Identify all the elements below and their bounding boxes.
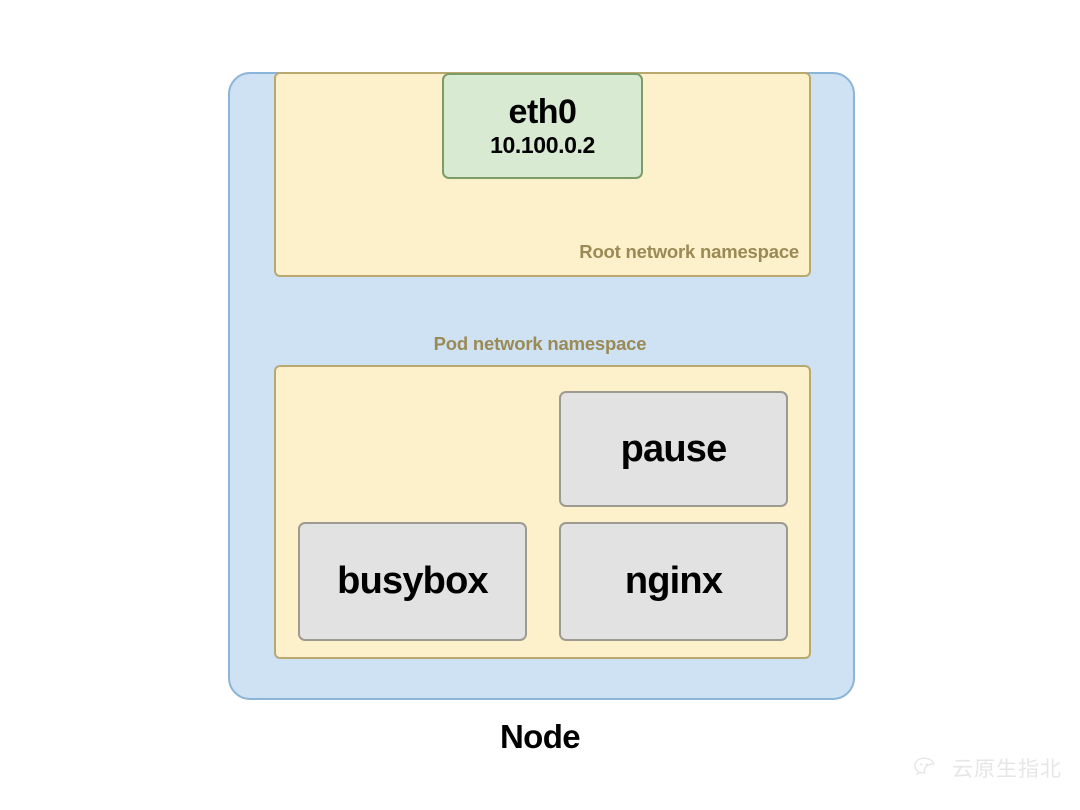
pod-network-namespace-label: Pod network namespace <box>433 333 647 354</box>
watermark-text: 云原生指北 <box>952 757 1062 781</box>
container-box-nginx: nginx <box>559 522 788 641</box>
eth0-interface-name: eth0 <box>508 92 577 131</box>
node-caption: Node <box>499 718 581 755</box>
eth0-interface-ip: 10.100.0.2 <box>490 131 595 158</box>
container-box-busybox: busybox <box>298 522 527 641</box>
eth0-interface-box: eth0 10.100.0.2 <box>442 73 643 179</box>
wechat-icon <box>913 756 943 780</box>
watermark: 云原生指北 <box>913 753 1062 783</box>
root-network-namespace-label: Root network namespace <box>579 241 799 262</box>
container-box-pause: pause <box>559 391 788 507</box>
